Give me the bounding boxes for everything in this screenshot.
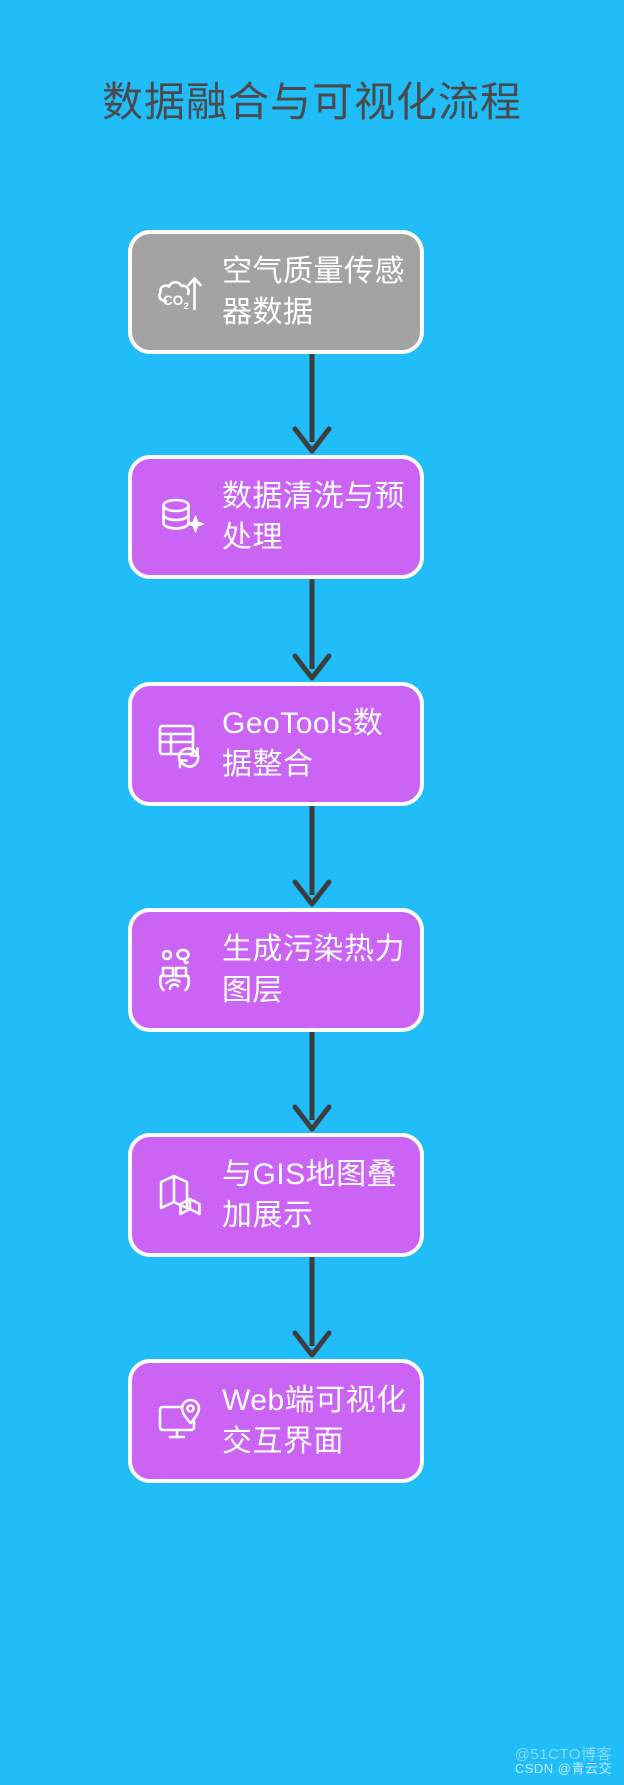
flow-node-air-quality-sensor-data[interactable]: CO 2 空气质量传感器数据 (128, 230, 424, 354)
folded-map-icon (154, 1168, 208, 1222)
database-sparkle-icon (154, 490, 208, 544)
flow-node-label: 数据清洗与预处理 (222, 479, 405, 554)
flow-node-web-visualization-interface[interactable]: Web端可视化交互界面 (128, 1359, 424, 1483)
watermark-bottom-text: CSDN @青云交 (514, 1761, 612, 1776)
connector-arrow-5 (292, 1257, 332, 1358)
flow-node-data-cleaning-preprocessing[interactable]: 数据清洗与预处理 (128, 455, 424, 579)
flow-node-label: Web端可视化交互界面 (222, 1383, 407, 1458)
flow-node-label: 与GIS地图叠加展示 (222, 1157, 398, 1232)
factory-smoke-icon (154, 943, 208, 997)
watermark-top-text: @51CTO博客 (514, 1746, 612, 1763)
flow-node-generate-pollution-heatmap-layer[interactable]: 生成污染热力图层 (128, 908, 424, 1032)
flow-node-geotools-data-integration[interactable]: GeoTools数据整合 (128, 682, 424, 806)
connector-arrow-3 (292, 806, 332, 907)
flow-node-label: 生成污染热力图层 (222, 932, 405, 1007)
page-title: 数据融合与可视化流程 (102, 79, 522, 125)
table-sync-icon (154, 717, 208, 771)
svg-text:2: 2 (184, 301, 189, 312)
co2-cloud-rising-icon: CO 2 (154, 265, 208, 319)
connector-arrow-1 (292, 354, 332, 454)
monitor-location-pin-icon (154, 1394, 208, 1448)
flow-node-label: GeoTools数据整合 (222, 706, 384, 781)
svg-text:CO: CO (163, 293, 183, 308)
flow-node-overlay-with-gis-map[interactable]: 与GIS地图叠加展示 (128, 1133, 424, 1257)
flow-node-label: 空气质量传感器数据 (222, 254, 405, 329)
watermark: @51CTO博客 CSDN @青云交 (515, 1743, 612, 1777)
connector-arrow-4 (292, 1032, 332, 1132)
connector-arrow-2 (292, 579, 332, 681)
